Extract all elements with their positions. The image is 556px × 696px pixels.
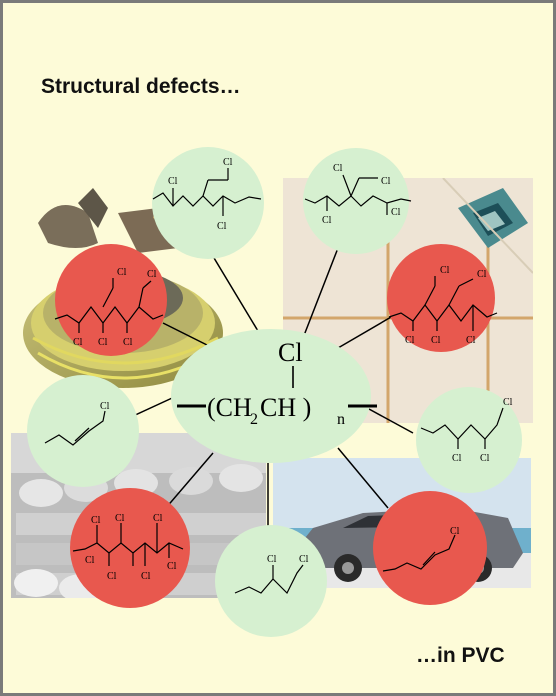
circle-bg [70, 488, 190, 608]
chain-bond [44, 410, 106, 446]
defect-circle-6: Cl Cl Cl [416, 387, 522, 493]
cl-label: Cl [440, 265, 450, 276]
connector-line [337, 447, 389, 509]
double-bond [74, 427, 90, 442]
slide-footer: …in PVC [416, 644, 505, 667]
cl-label: Cl [123, 337, 133, 348]
cl-label: Cl [217, 221, 227, 232]
defect-circle-8: Cl Cl [215, 525, 327, 637]
chain-bond [304, 195, 412, 207]
defect-circle-2: Cl Cl Cl Cl [303, 148, 412, 254]
center-ellipse [171, 329, 371, 463]
center-pvc-formula: Cl (CH 2 CH ) n [171, 329, 377, 463]
cl-label: Cl [431, 335, 441, 346]
circle-bg [152, 147, 264, 259]
cl-label: Cl [452, 453, 462, 464]
double-bond [422, 551, 436, 566]
center-formula-sub2: 2 [250, 411, 258, 428]
cl-label: Cl [267, 554, 277, 565]
cl-label: Cl [391, 207, 401, 218]
branch-bond [202, 179, 209, 197]
defect-circle-1: Cl Cl Cl [152, 147, 264, 259]
cl-label: Cl [503, 397, 513, 408]
circle-bg [416, 387, 522, 493]
structure-diagram: Cl (CH 2 CH ) n Cl Cl Cl [27, 147, 522, 637]
branch-bond [102, 287, 114, 308]
cl-label: Cl [115, 513, 125, 524]
circle-bg [27, 375, 139, 487]
chain-bond [382, 534, 456, 572]
connector-line [207, 247, 259, 332]
cl-label: Cl [107, 571, 117, 582]
cl-label: Cl [405, 335, 415, 346]
cl-label: Cl [477, 269, 487, 280]
defect-circle-3: Cl Cl Cl Cl Cl [54, 244, 167, 356]
defect-circle-7: Cl Cl Cl Cl Cl Cl Cl [70, 488, 190, 608]
cl-label: Cl [299, 554, 309, 565]
branch-bond [138, 287, 144, 308]
defect-circle-9: Cl [373, 491, 487, 605]
cl-label: Cl [91, 515, 101, 526]
branch-bond [424, 285, 436, 306]
connector-line [302, 247, 339, 339]
connector-line [337, 312, 399, 349]
defect-circle-5: Cl [27, 375, 139, 487]
cl-label: Cl [153, 513, 163, 524]
center-formula-sub-n: n [337, 411, 345, 428]
branch-bond [142, 280, 152, 289]
cl-label: Cl [322, 215, 332, 226]
cl-label: Cl [333, 163, 343, 174]
branch-bond [342, 174, 352, 197]
cl-label: Cl [98, 337, 108, 348]
circle-bg [387, 244, 495, 352]
cl-label: Cl [147, 269, 157, 280]
cl-label: Cl [141, 571, 151, 582]
branch-bond [350, 177, 360, 197]
cl-label: Cl [100, 401, 110, 412]
defect-circle-4: Cl Cl Cl Cl Cl [387, 244, 498, 352]
cl-label: Cl [466, 335, 476, 346]
branch-bond [458, 278, 474, 287]
cl-label: Cl [167, 561, 177, 572]
cl-label: Cl [381, 176, 391, 187]
cl-label: Cl [117, 267, 127, 278]
cl-label: Cl [73, 337, 83, 348]
chain-bond [72, 542, 184, 554]
center-formula-left: (CH [207, 393, 252, 422]
center-cl: Cl [278, 338, 303, 367]
cl-label: Cl [168, 176, 178, 187]
cl-label: Cl [450, 526, 460, 537]
cl-label: Cl [85, 555, 95, 566]
cl-label: Cl [480, 453, 490, 464]
chain-bond [54, 306, 164, 324]
center-formula-mid: CH ) [260, 393, 311, 422]
slide-title: Structural defects… [41, 75, 241, 98]
connector-line [162, 322, 214, 349]
branch-bond [448, 285, 460, 306]
circle-bg [55, 244, 167, 356]
cl-label: Cl [223, 157, 233, 168]
circle-bg [373, 491, 487, 605]
chain-bond [388, 304, 498, 322]
chain-bond [420, 407, 504, 440]
